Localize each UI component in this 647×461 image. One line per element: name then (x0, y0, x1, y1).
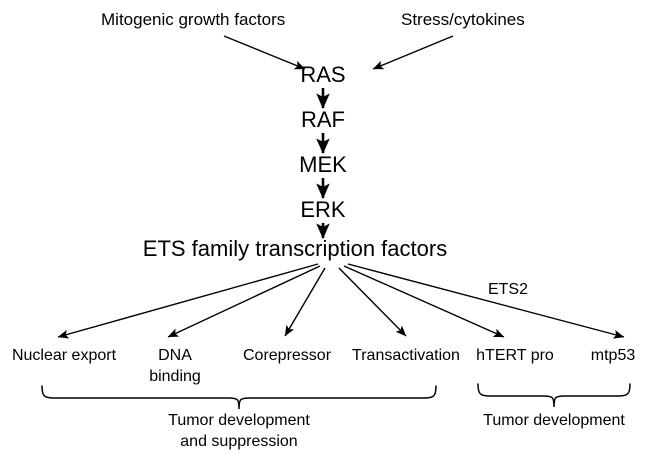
outcome-label-nuclear-export: Nuclear export (12, 347, 117, 364)
arrow-ets-to-nuclear-export (57, 263, 319, 339)
outcome-label-transactivation: Transactivation (352, 347, 460, 364)
hub-label-ets-family: ETS family transcription factors (143, 236, 447, 261)
brace-left (41, 385, 437, 410)
outcome-label-dna-binding: DNA (158, 347, 192, 364)
cascade-node-ras: RAS (300, 62, 345, 87)
outcome-label-dna-binding-line2: binding (149, 368, 201, 385)
arrow-stress-to-ras (372, 35, 454, 70)
outcome-label-mtp53: mtp53 (591, 347, 636, 364)
input-label-stress: Stress/cytokines (401, 10, 525, 29)
outcome-label-corepressor: Corepressor (243, 347, 332, 364)
group-label-left: Tumor development (168, 412, 310, 429)
arrow-ets-to-corepressor (284, 267, 326, 337)
arrow-ets-to-dna-binding (167, 265, 321, 338)
cascade-node-raf: RAF (301, 107, 345, 132)
cascade-node-erk: ERK (300, 197, 346, 222)
outcome-label-htert-pro: hTERT pro (476, 347, 554, 364)
group-label-left-line2: and suppression (180, 433, 297, 450)
brace-right (477, 383, 631, 408)
cascade-node-mek: MEK (299, 152, 347, 177)
input-label-mitogenic: Mitogenic growth factors (101, 10, 285, 29)
arrow-ets-to-htert-pro (343, 265, 505, 338)
group-label-right: Tumor development (483, 412, 625, 429)
arrow-ets-to-mtp53 (347, 263, 625, 339)
annotation-ets2: ETS2 (488, 281, 528, 298)
arrow-ets-to-transactivation (338, 267, 407, 337)
arrow-mitogenic-to-ras (223, 35, 306, 70)
